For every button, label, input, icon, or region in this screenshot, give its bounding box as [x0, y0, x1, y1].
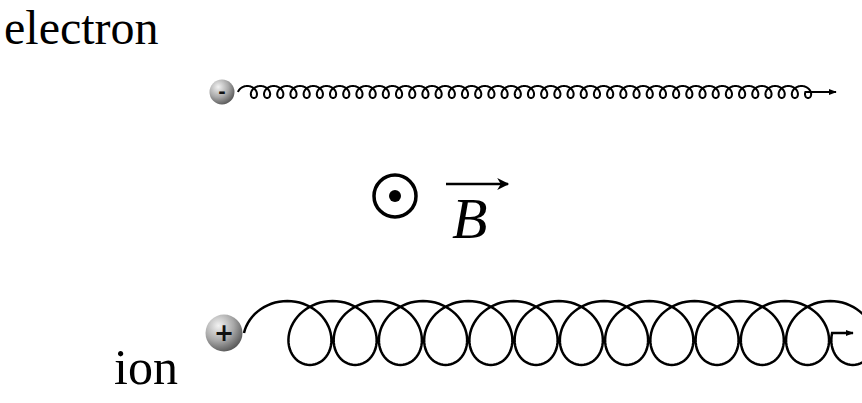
charge-sign: +	[205, 314, 243, 352]
field-out-symbol	[374, 175, 416, 217]
vector-arrow	[446, 183, 508, 186]
particle-ball	[206, 315, 243, 352]
helix-path	[238, 86, 836, 98]
charged-particle: +	[205, 314, 243, 352]
charge-sign: -	[209, 79, 235, 105]
gyration-paths	[238, 86, 862, 365]
field-dot	[389, 190, 401, 202]
field-label: B	[452, 190, 487, 248]
particle-label: ion	[114, 342, 178, 392]
charged-particle: -	[209, 79, 235, 105]
helix-path	[244, 301, 862, 365]
particle-label: electron	[4, 4, 159, 52]
particle-ball	[210, 80, 235, 105]
